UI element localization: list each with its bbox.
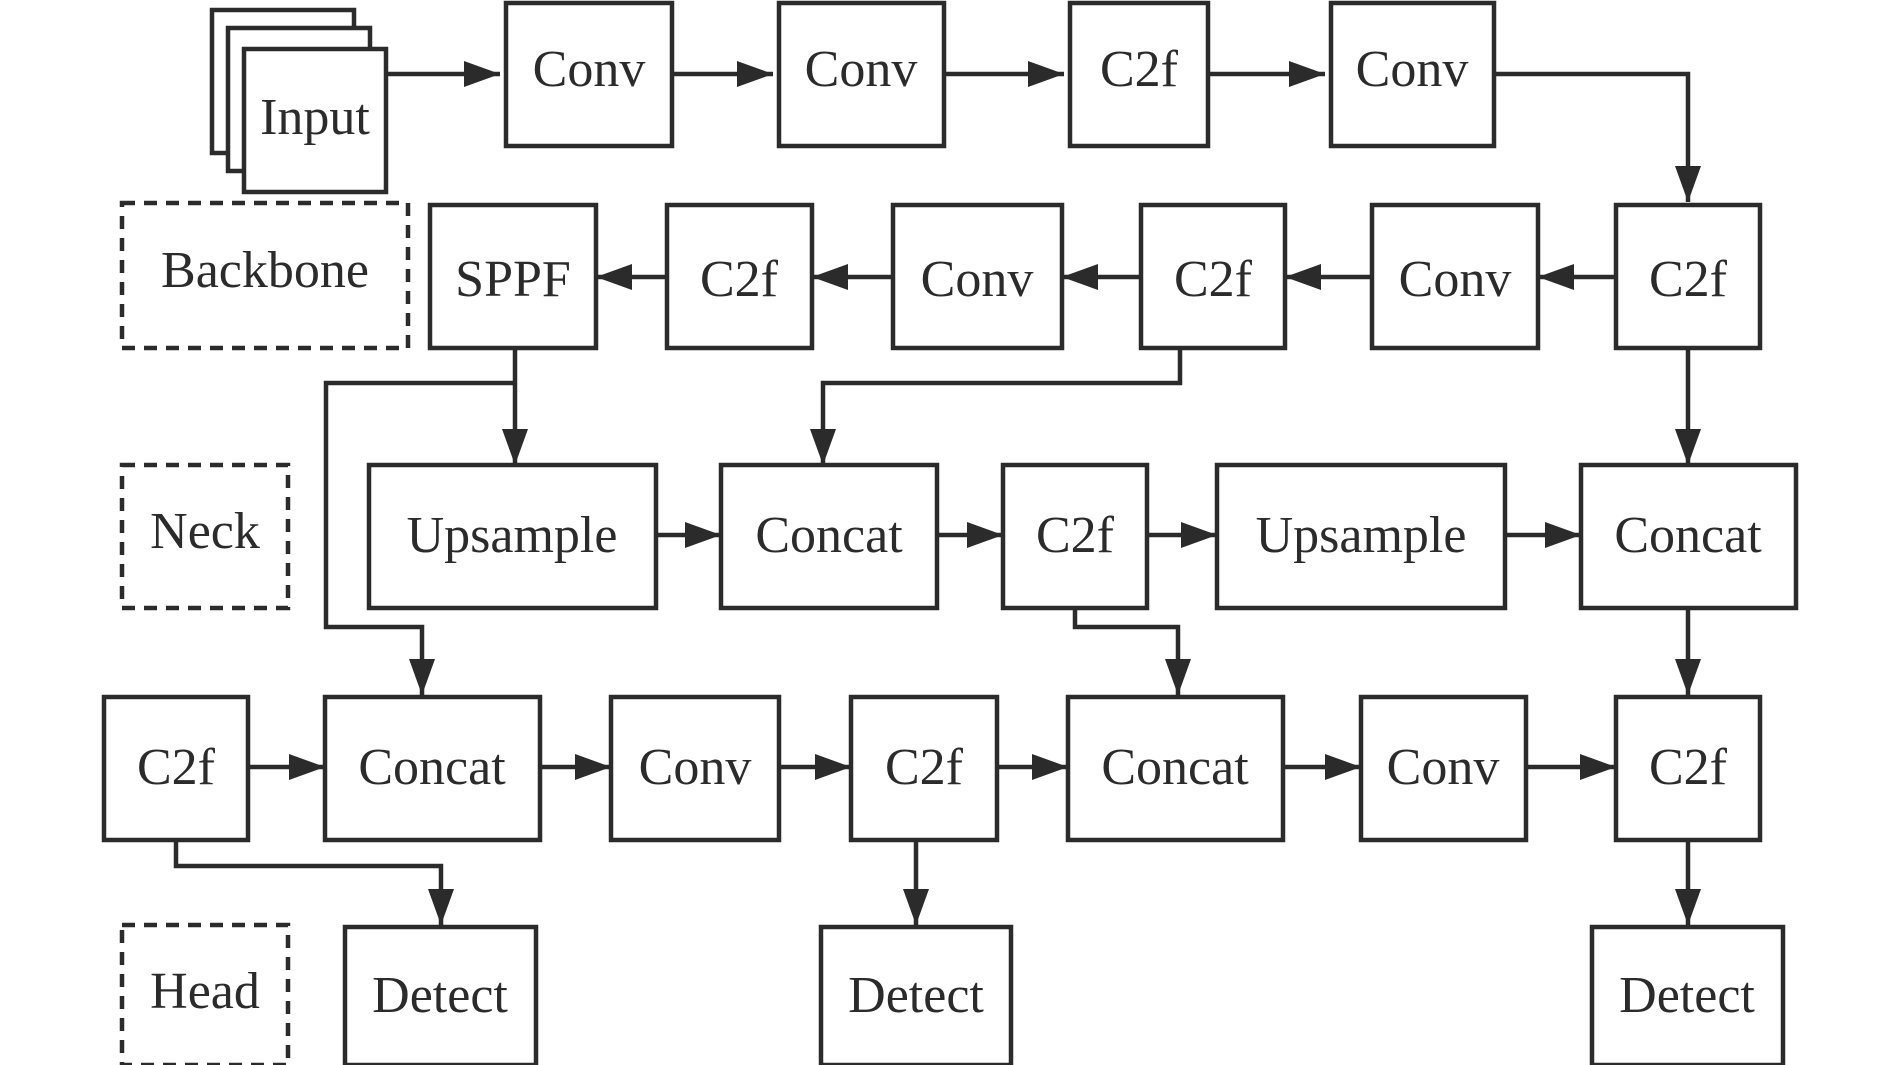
row5-detect-1: Detect: [342, 924, 539, 1065]
svg-text:C2f: C2f: [1649, 251, 1728, 308]
svg-text:Conv: Conv: [1356, 41, 1469, 98]
svg-text:C2f: C2f: [137, 739, 216, 796]
svg-text:Conv: Conv: [921, 251, 1034, 308]
stage-backbone: Backbone: [119, 200, 411, 351]
svg-text:Conv: Conv: [533, 41, 646, 98]
svg-text:C2f: C2f: [1100, 41, 1179, 98]
row5-detect-3: Detect: [1589, 924, 1786, 1065]
edge-c2f-r2b-to-concat1: [810, 348, 1183, 465]
row4-c2f-c: C2f: [1613, 694, 1763, 843]
svg-text:Conv: Conv: [639, 739, 752, 796]
stage-neck-label: Neck: [150, 503, 260, 560]
row2-sppf: SPPF: [427, 202, 599, 351]
stage-backbone-label: Backbone: [161, 242, 369, 299]
svg-text:Concat: Concat: [1614, 507, 1762, 564]
svg-text:C2f: C2f: [1036, 507, 1115, 564]
row5-detect-2: Detect: [818, 924, 1014, 1065]
row4-c2f-a: C2f: [101, 694, 251, 843]
svg-text:C2f: C2f: [885, 739, 964, 796]
svg-text:Conv: Conv: [1387, 739, 1500, 796]
svg-text:C2f: C2f: [1174, 251, 1253, 308]
row4-conv-b: Conv: [1358, 694, 1529, 843]
row2-c2f-b: C2f: [1138, 202, 1288, 351]
svg-text:Concat: Concat: [755, 507, 903, 564]
svg-text:Conv: Conv: [1399, 251, 1512, 308]
svg-text:SPPF: SPPF: [455, 251, 571, 308]
stage-head: Head: [119, 922, 291, 1065]
edge-sppf-to-concat-r4: [323, 380, 515, 695]
edge-conv3-to-c2f-r2: [1494, 71, 1701, 202]
stage-neck: Neck: [119, 462, 291, 611]
row1-conv-1: Conv: [503, 0, 675, 149]
svg-text:Detect: Detect: [848, 967, 984, 1024]
row1-conv-2: Conv: [776, 0, 947, 149]
row1-conv-3: Conv: [1328, 0, 1497, 149]
row2-conv-b: Conv: [890, 202, 1065, 351]
row3-c2f: C2f: [1000, 462, 1150, 611]
edges: [173, 61, 1701, 925]
row4-concat-b: Concat: [1065, 694, 1286, 843]
row3-concat-1: Concat: [718, 462, 940, 611]
row4-concat-a: Concat: [322, 694, 543, 843]
row2-c2f-c: C2f: [664, 202, 815, 351]
svg-text:C2f: C2f: [1649, 739, 1728, 796]
row2-conv-a: Conv: [1369, 202, 1541, 351]
svg-text:Concat: Concat: [358, 739, 506, 796]
row4-c2f-b: C2f: [848, 694, 1000, 843]
row1-c2f: C2f: [1067, 0, 1211, 149]
svg-text:Upsample: Upsample: [1256, 507, 1467, 564]
svg-text:Detect: Detect: [1619, 967, 1755, 1024]
svg-text:Conv: Conv: [805, 41, 918, 98]
input-stack: Input: [209, 7, 389, 195]
input-label: Input: [260, 89, 370, 146]
svg-text:Upsample: Upsample: [407, 507, 618, 564]
row4-conv-a: Conv: [608, 694, 782, 843]
svg-text:Concat: Concat: [1101, 739, 1249, 796]
svg-text:Detect: Detect: [372, 967, 508, 1024]
row3-upsample-2: Upsample: [1214, 462, 1508, 611]
row2-c2f-a: C2f: [1613, 202, 1763, 351]
row3-upsample-1: Upsample: [366, 462, 659, 611]
row3-concat-2: Concat: [1578, 462, 1799, 611]
edge-c2f-r3-to-concat-r4b: [1072, 608, 1191, 695]
stage-head-label: Head: [150, 963, 260, 1020]
svg-text:C2f: C2f: [700, 251, 779, 308]
edge-c2f-r4a-to-detect1: [173, 840, 454, 925]
